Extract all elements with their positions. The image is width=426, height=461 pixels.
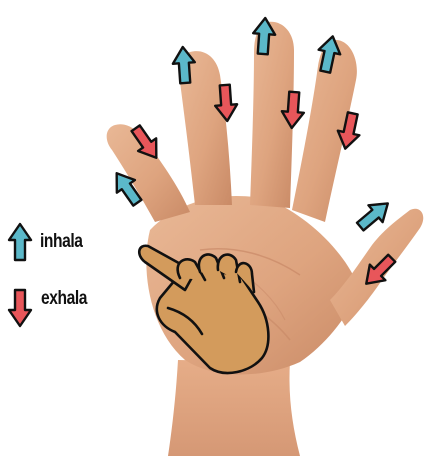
open-hand-photo xyxy=(107,22,424,456)
legend-exhale-icon xyxy=(9,290,31,326)
legend-inhale-icon xyxy=(9,224,31,260)
legend-exhale-label: exhala xyxy=(41,289,87,308)
legend-inhale-label: inhala xyxy=(40,232,83,251)
pointing-hand-icon xyxy=(139,246,268,373)
